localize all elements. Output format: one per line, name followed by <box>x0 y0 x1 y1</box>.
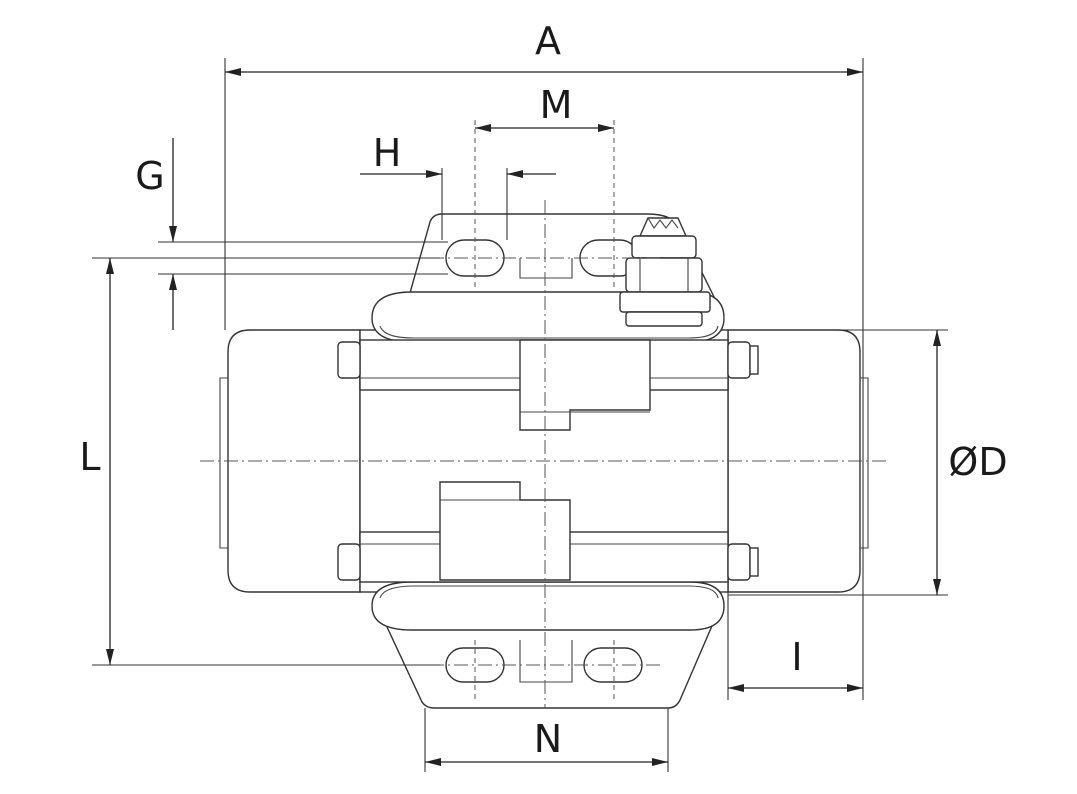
dimension-lines <box>106 68 941 766</box>
left-end-cover <box>227 329 361 593</box>
label-d: ØD <box>948 440 1007 484</box>
eccentric-weight-lower <box>439 481 571 581</box>
upper-right-nut <box>727 341 751 379</box>
lower-right-bolt-end <box>749 547 759 577</box>
upper-right-bolt-end <box>749 345 759 375</box>
label-i: I <box>791 635 802 679</box>
cable-gland <box>619 217 711 327</box>
label-h: H <box>373 131 402 175</box>
lower-housing-lug <box>371 581 725 631</box>
label-m: M <box>540 83 573 127</box>
label-n: N <box>534 717 562 761</box>
label-a: A <box>535 19 561 63</box>
center-lines <box>200 120 890 708</box>
extension-lines <box>92 58 948 772</box>
label-g: G <box>135 154 164 198</box>
dimension-labels: A M H G L ØD I N <box>79 19 1007 761</box>
lower-left-nut <box>337 543 361 581</box>
lower-right-nut <box>727 543 751 581</box>
label-l: L <box>79 435 100 479</box>
eccentric-weight-upper <box>519 339 651 431</box>
upper-left-nut <box>337 341 361 379</box>
